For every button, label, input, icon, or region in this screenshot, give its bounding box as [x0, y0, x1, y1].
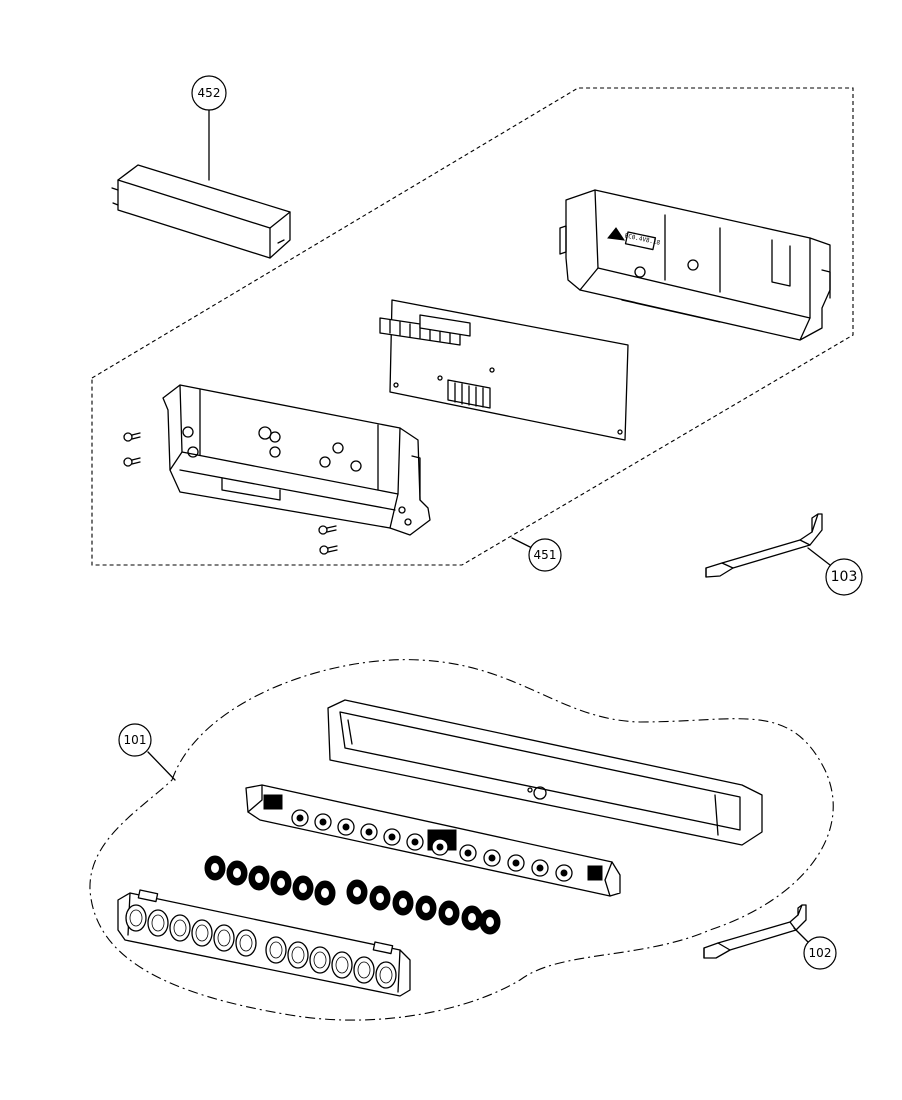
- callout-451[interactable]: 451: [528, 538, 562, 572]
- screws-left: [123, 432, 141, 467]
- svg-text:452: 452: [198, 86, 221, 100]
- part-button-bar: [117, 889, 411, 997]
- part-button-pcb: [245, 784, 621, 897]
- assembly-101-boundary: [89, 659, 834, 1021]
- part-102-slider: [703, 904, 807, 959]
- callout-452[interactable]: 452: [191, 75, 227, 111]
- svg-text:103: 103: [831, 569, 858, 585]
- leader-451: [511, 537, 533, 549]
- part-452-cover: [111, 164, 291, 259]
- svg-text:102: 102: [809, 946, 832, 960]
- leader-102: [793, 927, 809, 943]
- part-rear-housing: EC0.4V8.18: [559, 189, 831, 341]
- part-button-frame: [327, 699, 763, 846]
- screws-bottom: [318, 525, 338, 555]
- leader-101: [147, 751, 176, 781]
- part-rubber-rings: [204, 855, 501, 935]
- part-103-slider: [705, 513, 823, 578]
- svg-text:101: 101: [124, 733, 147, 747]
- callout-103[interactable]: 103: [825, 558, 863, 596]
- svg-text:451: 451: [534, 548, 557, 562]
- callout-102[interactable]: 102: [803, 936, 837, 970]
- part-control-pcb: [379, 299, 629, 441]
- leader-103: [807, 547, 831, 566]
- callout-101[interactable]: 101: [118, 723, 152, 757]
- part-front-frame: [162, 384, 431, 536]
- assembly-451-boundary: [91, 87, 854, 566]
